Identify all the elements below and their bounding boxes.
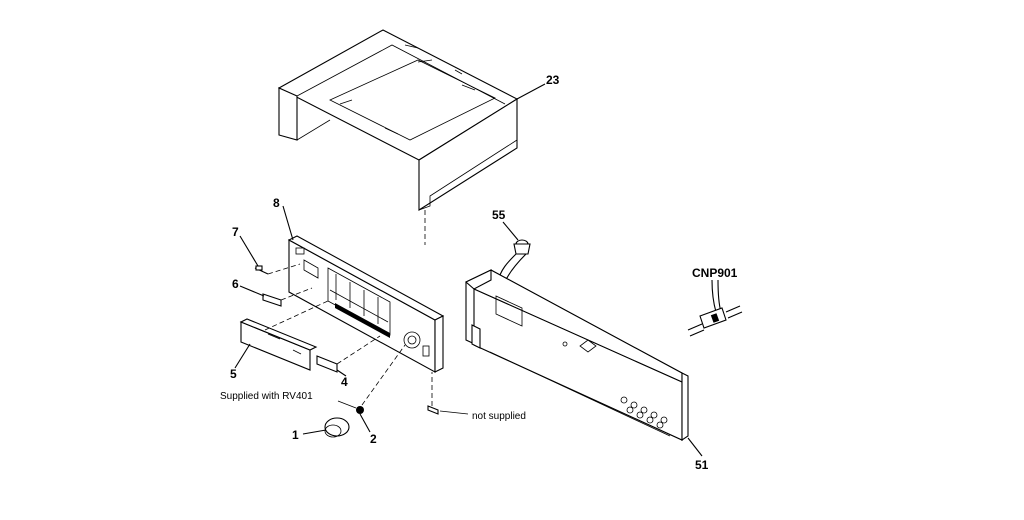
label-55: 55: [492, 208, 506, 222]
label-6: 6: [232, 277, 239, 291]
label-7: 7: [232, 225, 239, 239]
cable-clamp: 55: [492, 208, 531, 285]
not-supplied-clip: not supplied: [427, 372, 526, 422]
label-8: 8: [273, 196, 280, 210]
label-5: 5: [230, 367, 237, 381]
label-4: 4: [341, 375, 348, 389]
note-supplied-with: Supplied with RV401: [220, 391, 313, 402]
door: 5: [230, 299, 331, 381]
screw: 7: [232, 225, 301, 275]
power-cord: CNP901: [687, 266, 743, 337]
label-1: 1: [292, 428, 299, 442]
label-2: 2: [370, 432, 377, 446]
label-cnp901: CNP901: [692, 266, 738, 280]
label-23: 23: [546, 73, 560, 87]
rear-panel: 51: [465, 269, 709, 472]
nut: 2 Supplied with RV401: [220, 344, 406, 446]
knob: 1: [292, 417, 350, 442]
top-cover: 23: [277, 29, 560, 245]
note-not-supplied: not supplied: [472, 411, 526, 422]
button-left: 6: [232, 277, 313, 307]
front-panel: 8: [273, 196, 445, 373]
label-51: 51: [695, 458, 709, 472]
button-right: 4: [316, 335, 381, 389]
